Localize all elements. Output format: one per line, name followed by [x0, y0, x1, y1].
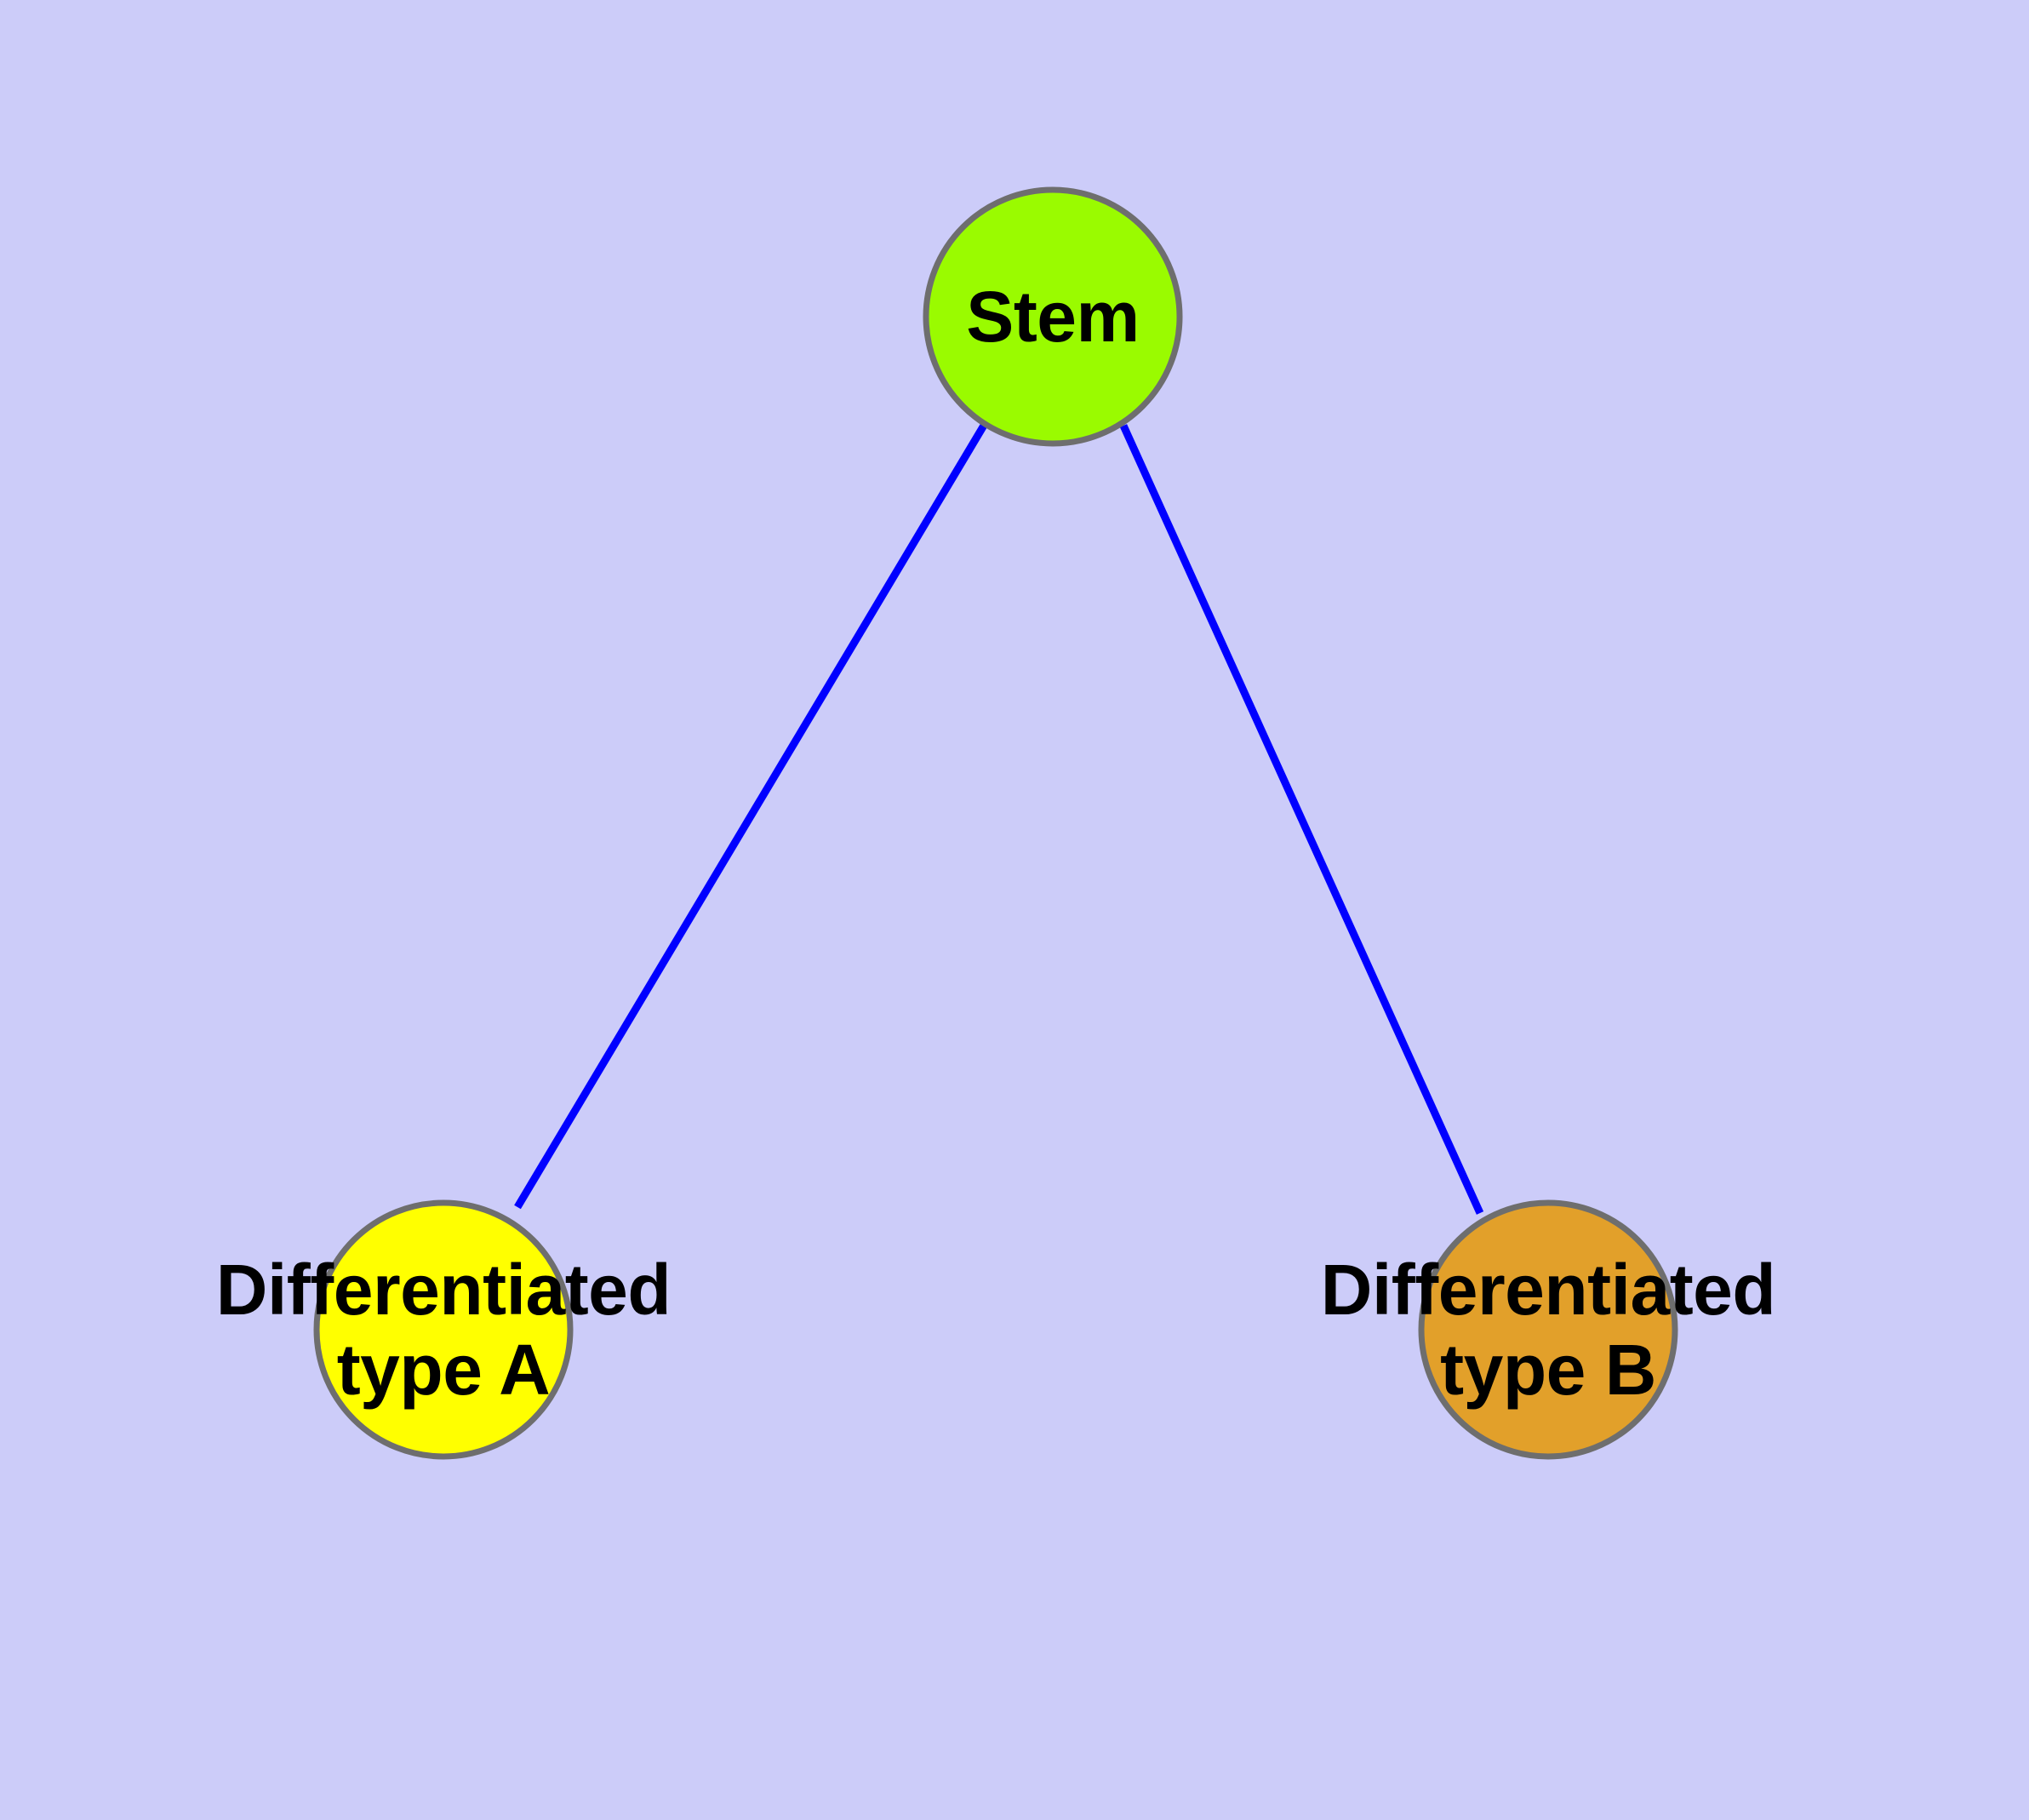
node-layer — [313, 186, 1678, 1460]
node-differentiated-type-a[interactable] — [313, 1199, 574, 1460]
edge-stem-to-differentiated-type-b[interactable] — [1119, 424, 1484, 1215]
node-stem[interactable] — [923, 186, 1183, 447]
node-differentiated-type-b[interactable] — [1418, 1199, 1678, 1460]
edge-layer — [514, 421, 1484, 1215]
edge-stem-to-differentiated-type-a[interactable] — [514, 421, 988, 1210]
